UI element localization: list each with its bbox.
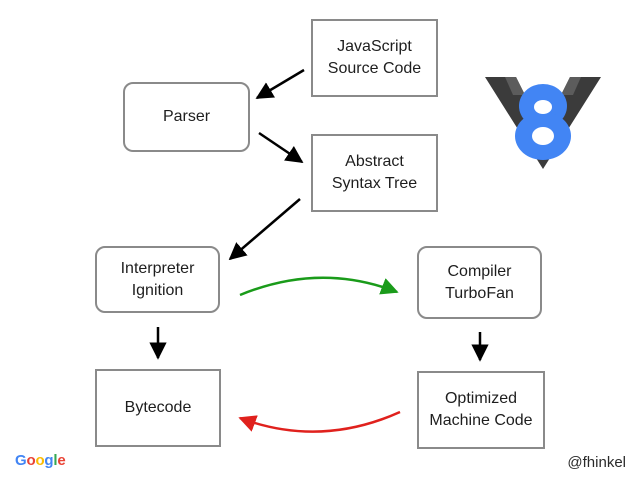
node-label: Compiler TurboFan [445,262,514,302]
node-interpreter-ignition: Interpreter Ignition [95,246,220,313]
google-logo: Google [15,452,66,469]
arrow-parser-to-ast [258,131,304,164]
node-label: Bytecode [124,399,192,416]
node-parser: Parser [123,82,250,152]
arrow-source-to-parser [255,68,305,100]
arrow-ast-to-interpreter [228,198,301,261]
v8-logo-icon [485,77,601,169]
node-bytecode: Bytecode [95,369,221,447]
node-optimized-machine-code: Optimized Machine Code [417,371,545,449]
node-label: Optimized Machine Code [429,390,533,429]
author-handle: @fhinkel [567,454,626,471]
node-label: JavaScript Source Code [327,38,422,77]
node-label: Interpreter Ignition [120,259,195,299]
arrow-deoptimize-red [238,410,401,433]
node-abstract-syntax-tree: Abstract Syntax Tree [311,134,438,212]
arrow-optimize-green [239,276,399,297]
node-javascript-source-code: JavaScript Source Code [311,19,438,97]
node-label: Abstract Syntax Tree [331,153,418,192]
node-compiler-turbofan: Compiler TurboFan [417,246,542,319]
node-label: Parser [162,108,211,125]
